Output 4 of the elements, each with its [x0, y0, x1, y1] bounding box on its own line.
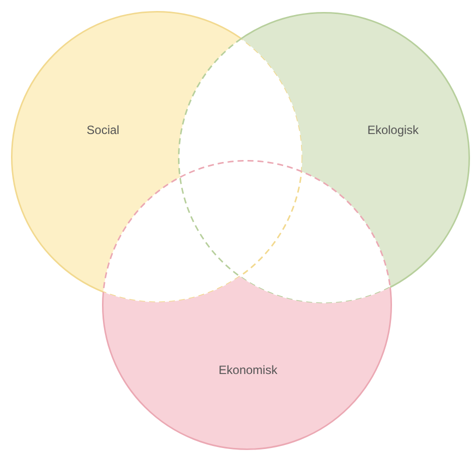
circle-label: Social [86, 123, 120, 137]
venn-circle [102, 160, 392, 450]
circle-label: Ekonomisk [218, 363, 278, 377]
circle-label: Ekologisk [367, 123, 419, 137]
